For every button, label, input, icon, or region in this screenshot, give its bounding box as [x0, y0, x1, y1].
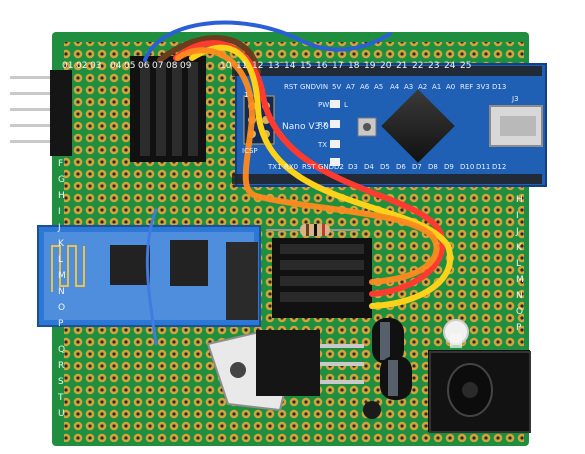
nano-label: 3V3	[476, 83, 490, 91]
nano-label: L	[344, 101, 348, 109]
row-label: L	[516, 259, 522, 269]
nano-label: TX	[318, 141, 328, 149]
row-label: K	[58, 239, 64, 249]
dc-power-jack	[428, 350, 531, 433]
nano-label: RX0	[284, 163, 299, 171]
column-label: 19	[364, 61, 376, 71]
row-label: N	[516, 291, 523, 301]
nano-label: A6	[360, 83, 370, 91]
column-label: 01	[62, 61, 74, 71]
capacitors	[363, 318, 412, 419]
led	[443, 319, 469, 348]
column-label: 13	[268, 61, 280, 71]
row-label: H	[58, 191, 65, 201]
nano-label: A5	[374, 83, 384, 91]
nano-label: D12	[492, 163, 507, 171]
nano-label: A7	[346, 83, 356, 91]
row-label: F	[58, 159, 64, 169]
nano-label: J3	[512, 95, 519, 103]
nano-label: VIN	[316, 83, 329, 91]
row-label: I	[58, 207, 61, 217]
column-label: 23	[428, 61, 440, 71]
row-label: S	[58, 377, 64, 387]
row-label: M	[516, 275, 524, 285]
nano-label: GND	[318, 163, 335, 171]
nano-label: GND	[300, 83, 317, 91]
column-label: 16	[316, 61, 328, 71]
nano-label: ICSP	[242, 147, 258, 155]
row-label: U	[58, 409, 65, 419]
nano-label: D11	[476, 163, 491, 171]
column-label: 22	[412, 61, 424, 71]
row-label: J	[58, 223, 61, 233]
row-label: O	[516, 307, 524, 317]
row-label: H	[516, 195, 523, 205]
voltage-regulator	[206, 330, 364, 412]
column-label: 10	[220, 61, 232, 71]
column-label: 07	[152, 61, 164, 71]
column-label: 05	[124, 61, 136, 71]
resistor	[266, 224, 360, 236]
row-label: Q	[58, 345, 66, 355]
row-label: P	[58, 319, 64, 329]
nano-label: 5V	[332, 83, 342, 91]
nano-label: D10	[460, 163, 475, 171]
column-label: 06	[138, 61, 150, 71]
row-label: J	[516, 227, 519, 237]
column-label: 04	[110, 61, 122, 71]
column-label: 11	[236, 61, 248, 71]
nano-label: A1	[432, 83, 442, 91]
nano-label: D7	[412, 163, 422, 171]
row-label: G	[58, 175, 65, 185]
nano-label: RST	[284, 83, 298, 91]
row-label: R	[58, 361, 65, 371]
column-label: 20	[380, 61, 392, 71]
column-label: 25	[460, 61, 472, 71]
female-header-4pin	[130, 56, 206, 162]
row-label: T	[58, 393, 64, 403]
nano-label: PWR	[318, 101, 335, 109]
nano-label: REF	[460, 83, 474, 91]
row-label: L	[58, 255, 64, 265]
nano-label: D9	[444, 163, 454, 171]
column-label: 24	[444, 61, 456, 71]
nano-label: RX	[318, 121, 328, 129]
column-label: 08	[166, 61, 178, 71]
nano-label: A0	[446, 83, 456, 91]
nano-label: TX1	[268, 163, 282, 171]
nano-label: A4	[390, 83, 400, 91]
row-label: I	[516, 211, 519, 221]
row-label: N	[58, 287, 65, 297]
nano-label: D8	[428, 163, 438, 171]
nano-label: A2	[418, 83, 428, 91]
nano-label: A3	[404, 83, 414, 91]
jumper-wires	[143, 20, 453, 346]
column-label: 17	[332, 61, 344, 71]
nano-label: D6	[396, 163, 406, 171]
row-label: K	[516, 243, 522, 253]
right-angle-header	[10, 70, 72, 156]
column-label: 14	[284, 61, 296, 71]
nano-label: D13	[492, 83, 507, 91]
male-header-4pin	[272, 238, 372, 318]
column-label: 02	[76, 61, 88, 71]
nano-label: D2	[334, 163, 344, 171]
column-label: 12	[252, 61, 264, 71]
nano-label: 1	[244, 91, 249, 99]
column-label: 18	[348, 61, 360, 71]
nano-label: RST	[302, 163, 316, 171]
column-label: 03	[90, 61, 102, 71]
nano-label: D5	[380, 163, 390, 171]
nano-label: D4	[364, 163, 374, 171]
nano-label: D3	[348, 163, 358, 171]
column-label: 21	[396, 61, 408, 71]
row-label: O	[58, 303, 66, 313]
row-label: P	[516, 323, 522, 333]
nano-model-label: Nano V3.0	[282, 122, 329, 132]
column-label: 09	[180, 61, 192, 71]
row-label: M	[58, 271, 66, 281]
column-label: 15	[300, 61, 312, 71]
